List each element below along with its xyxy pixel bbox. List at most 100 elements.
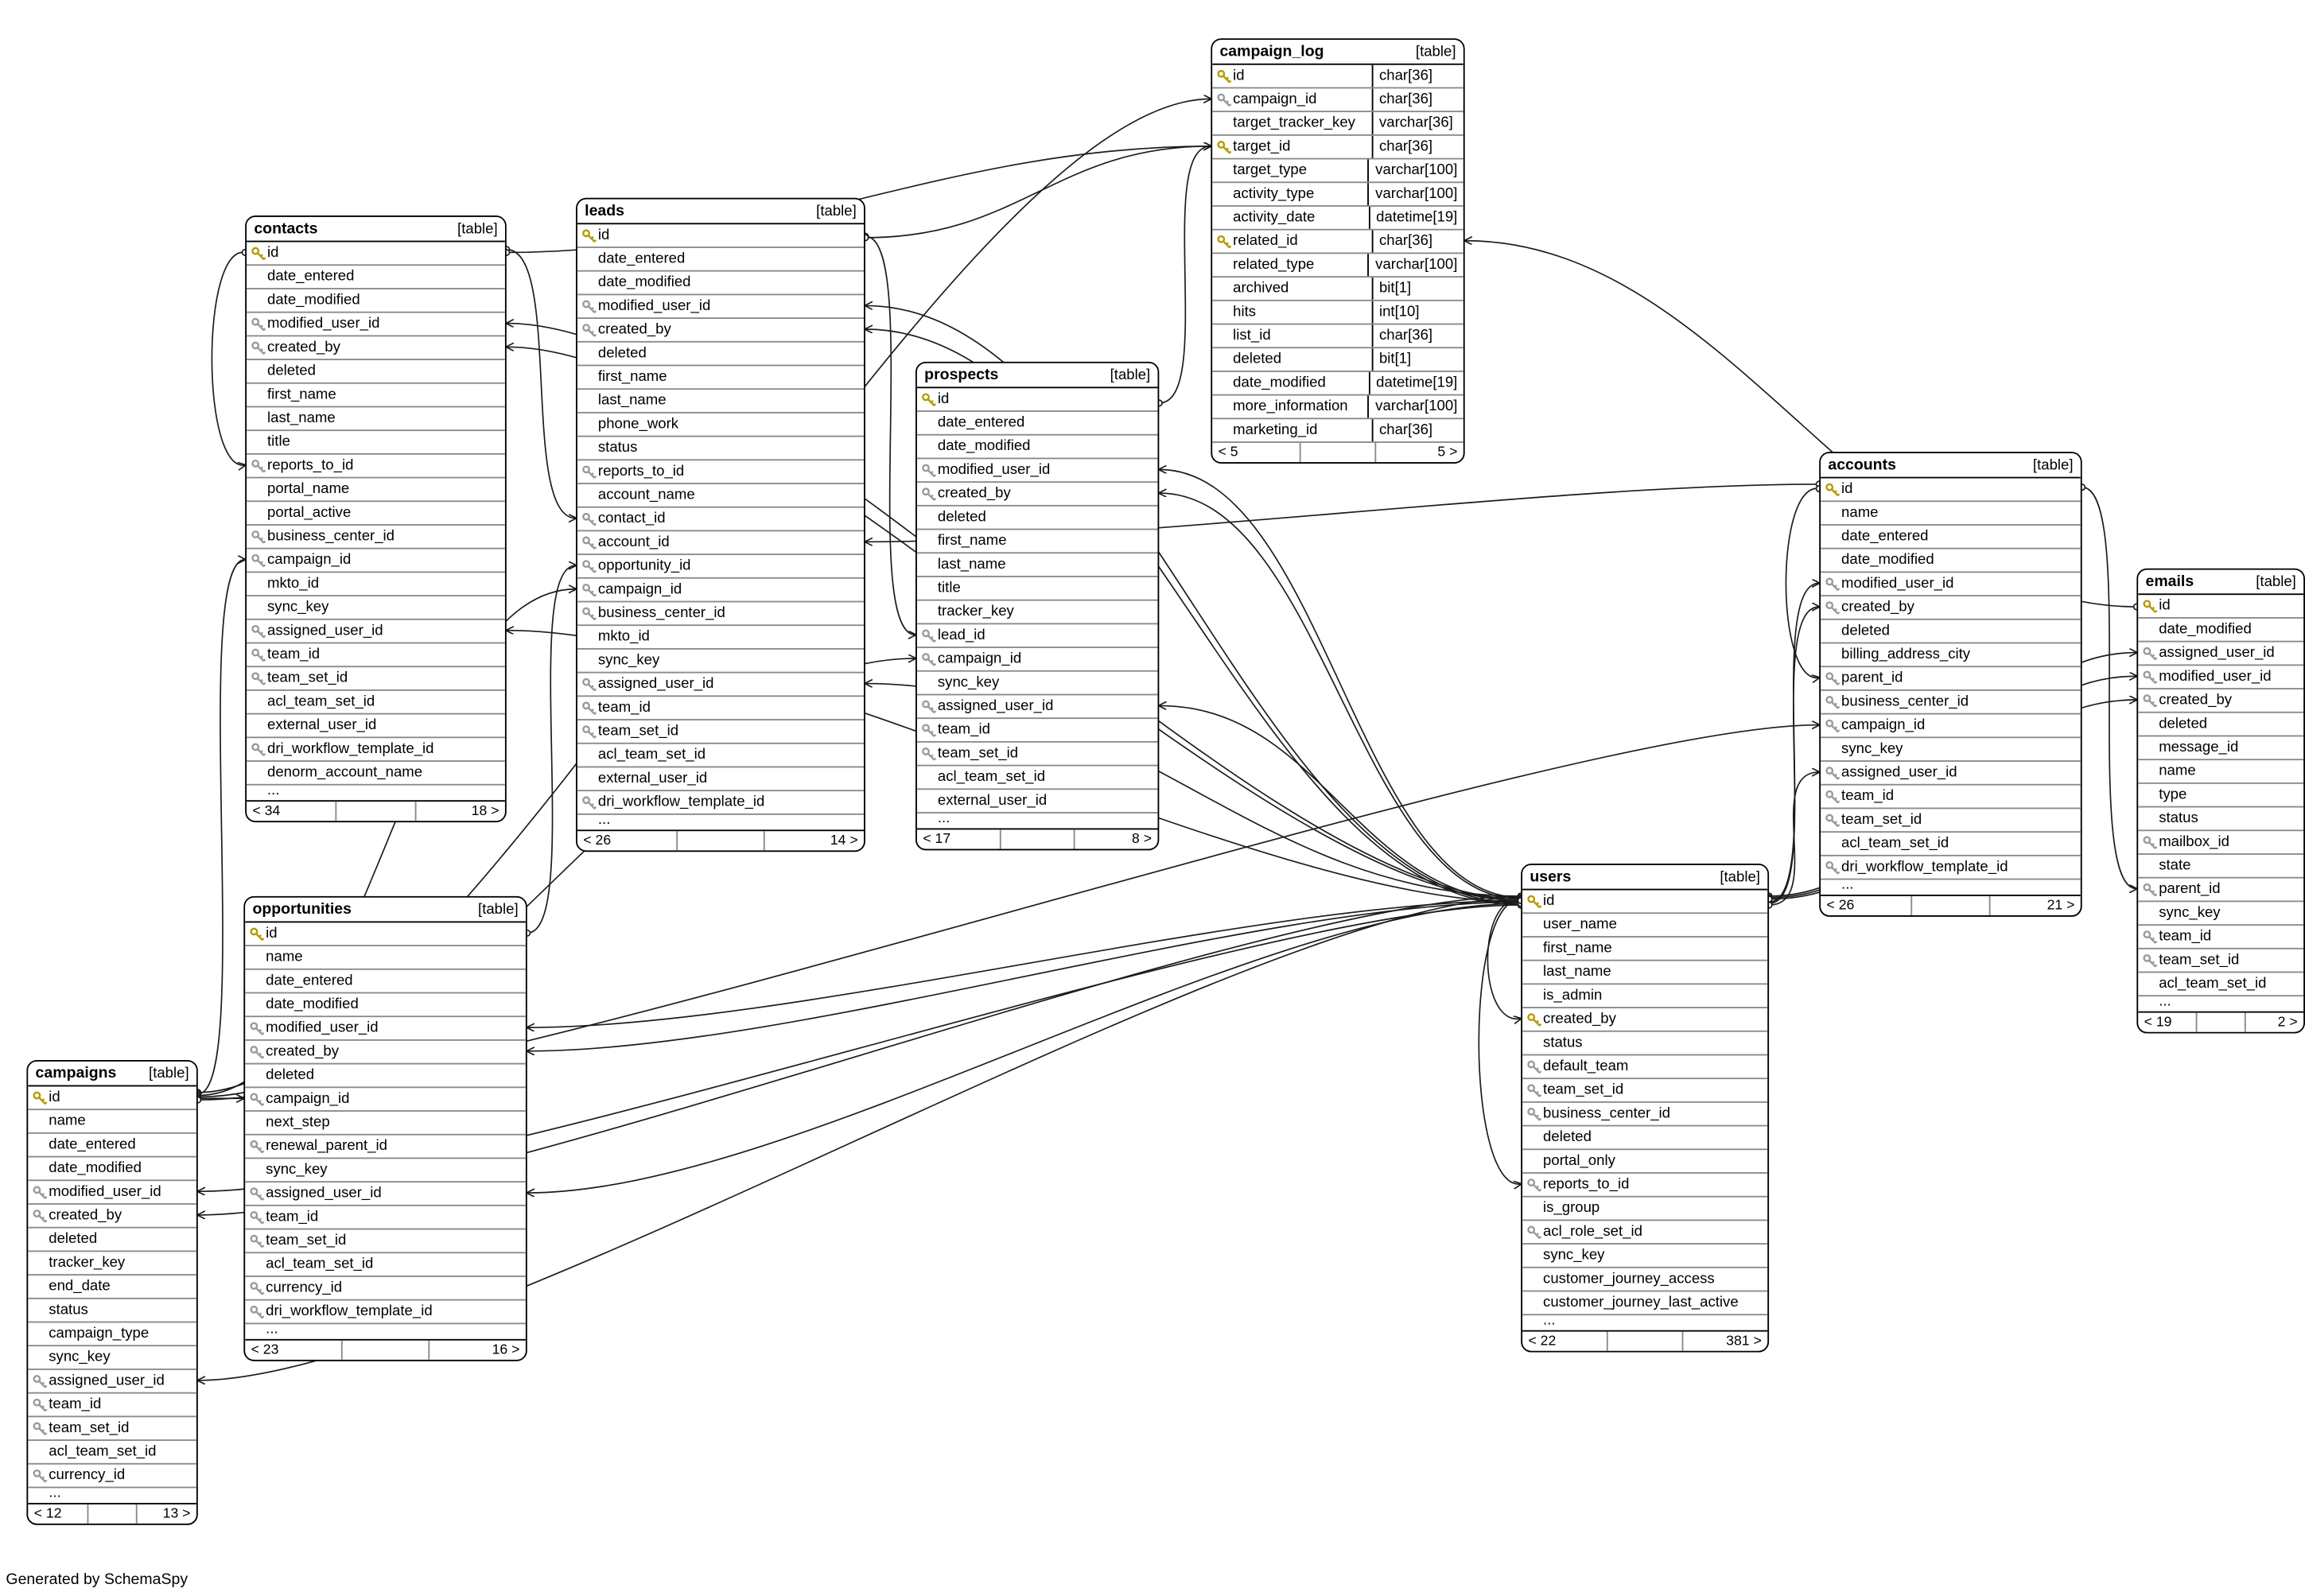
column-name: mkto_id xyxy=(597,628,650,646)
footer-spacer xyxy=(1910,895,1992,916)
column-row-business_center_id: business_center_id xyxy=(247,526,505,549)
foreign-key-icon xyxy=(1825,813,1841,828)
column-name: tracker_key xyxy=(49,1255,126,1272)
column-row-business_center_id: business_center_id xyxy=(1522,1103,1768,1127)
column-type: varchar[100] xyxy=(1367,254,1457,277)
column-row-sync_key: sync_key xyxy=(245,1159,526,1183)
column-row-title: title xyxy=(916,577,1158,601)
table-tag: [table] xyxy=(149,1065,189,1081)
table-tag: [table] xyxy=(2256,573,2296,590)
column-name: acl_team_set_id xyxy=(2159,976,2267,992)
column-name: team_id xyxy=(2159,928,2212,946)
foreign-key-icon xyxy=(2143,953,2159,968)
column-row-sync_key: sync_key xyxy=(247,596,505,620)
column-name: id xyxy=(49,1089,60,1106)
column-row-date_modified: date_modified xyxy=(2138,619,2304,643)
foreign-key-icon xyxy=(250,1092,266,1107)
table-name: emails xyxy=(2145,573,2194,591)
column-row-reports_to_id: reports_to_id xyxy=(577,460,865,484)
more-columns-ellipsis: ... xyxy=(1821,878,2081,896)
column-name: modified_user_id xyxy=(49,1183,161,1201)
foreign-key-icon xyxy=(581,795,597,810)
column-name: id xyxy=(2159,597,2171,615)
table-name: leads xyxy=(585,202,625,220)
column-row-contact_id: contact_id xyxy=(577,508,865,532)
column-name: account_name xyxy=(597,487,695,504)
column-row-acl_team_set_id: acl_team_set_id xyxy=(245,1253,526,1277)
column-name: team_id xyxy=(266,1209,319,1225)
table-tag: [table] xyxy=(1110,367,1151,383)
column-name: title xyxy=(267,433,290,451)
column-row-created_by: created_by xyxy=(577,319,865,343)
column-name: first_name xyxy=(937,533,1007,549)
parent-count: < 34 xyxy=(252,802,281,820)
column-name: name xyxy=(1841,504,1879,522)
column-type: char[36] xyxy=(1371,88,1458,111)
table-header-campaigns[interactable]: campaigns[table] xyxy=(28,1061,196,1087)
primary-key-icon xyxy=(33,1090,49,1105)
column-row-business_center_id: business_center_id xyxy=(577,602,865,627)
column-row-state: state xyxy=(2138,855,2304,879)
column-row-reports_to_id: reports_to_id xyxy=(1522,1174,1768,1198)
primary-key-icon xyxy=(1217,139,1233,154)
foreign-key-icon xyxy=(2143,930,2159,945)
column-row-business_center_id: business_center_id xyxy=(1821,691,2081,715)
table-name: opportunities xyxy=(252,900,352,918)
relationship-line xyxy=(2081,486,2137,889)
column-row-date_entered: date_entered xyxy=(247,266,505,289)
column-row-first_name: first_name xyxy=(577,366,865,390)
table-header-emails[interactable]: emails [table] xyxy=(2138,569,2304,596)
column-name: denorm_account_name xyxy=(267,764,423,782)
table-header-opportunities[interactable]: opportunities[table] xyxy=(245,897,526,923)
column-row-modified_user_id: modified_user_id xyxy=(245,1017,526,1041)
column-type: char[36] xyxy=(1371,64,1458,87)
foreign-key-icon xyxy=(1825,789,1841,804)
column-row-sync_key: sync_key xyxy=(2138,902,2304,926)
column-name: date_entered xyxy=(266,973,353,989)
table-header-campaign_log[interactable]: campaign_log[table] xyxy=(1212,40,1463,65)
column-name: team_set_id xyxy=(1841,812,1922,829)
column-row-deleted: deleted xyxy=(1522,1127,1768,1151)
table-header-accounts[interactable]: accounts[table] xyxy=(1821,452,2081,479)
column-name: sync_key xyxy=(267,599,329,616)
column-row-dri_workflow_template_id: dri_workflow_template_id xyxy=(245,1301,526,1325)
column-row-sync_key: sync_key xyxy=(1522,1245,1768,1268)
foreign-key-icon xyxy=(581,582,597,597)
foreign-key-icon xyxy=(251,316,267,332)
column-name: assigned_user_id xyxy=(2159,645,2275,662)
table-header-contacts[interactable]: contacts[table] xyxy=(247,216,505,243)
column-type: bit[1] xyxy=(1371,278,1458,300)
column-name: business_center_id xyxy=(1841,693,1969,710)
foreign-key-icon xyxy=(250,1281,266,1296)
column-row-status: status xyxy=(2138,808,2304,832)
column-name: dri_workflow_template_id xyxy=(1841,859,2008,876)
footer-spacer xyxy=(1607,1331,1683,1351)
column-name: team_id xyxy=(937,721,990,739)
column-row-parent_id: parent_id xyxy=(2138,879,2304,903)
column-name: reports_to_id xyxy=(1543,1176,1630,1194)
column-row-date_modified: date_modified xyxy=(28,1157,196,1182)
column-name: status xyxy=(1543,1035,1583,1051)
column-name: campaign_type xyxy=(49,1326,150,1342)
column-name: created_by xyxy=(2159,692,2233,709)
primary-key-icon xyxy=(251,246,267,261)
table-header-users[interactable]: users[table] xyxy=(1522,864,1768,891)
column-name: external_user_id xyxy=(937,792,1048,810)
table-header-prospects[interactable]: prospects[table] xyxy=(916,363,1158,389)
column-row-team_set_id: team_set_id xyxy=(1522,1079,1768,1103)
column-name: currency_id xyxy=(49,1467,126,1484)
table-header-leads[interactable]: leads[table] xyxy=(577,199,865,225)
primary-key-icon xyxy=(921,392,937,407)
column-name: assigned_user_id xyxy=(1841,764,1957,782)
more-columns-ellipsis: ... xyxy=(916,811,1158,830)
column-name: default_team xyxy=(1543,1058,1629,1075)
column-row-created_by: created_by xyxy=(1522,1008,1768,1032)
primary-key-icon xyxy=(1825,482,1841,497)
